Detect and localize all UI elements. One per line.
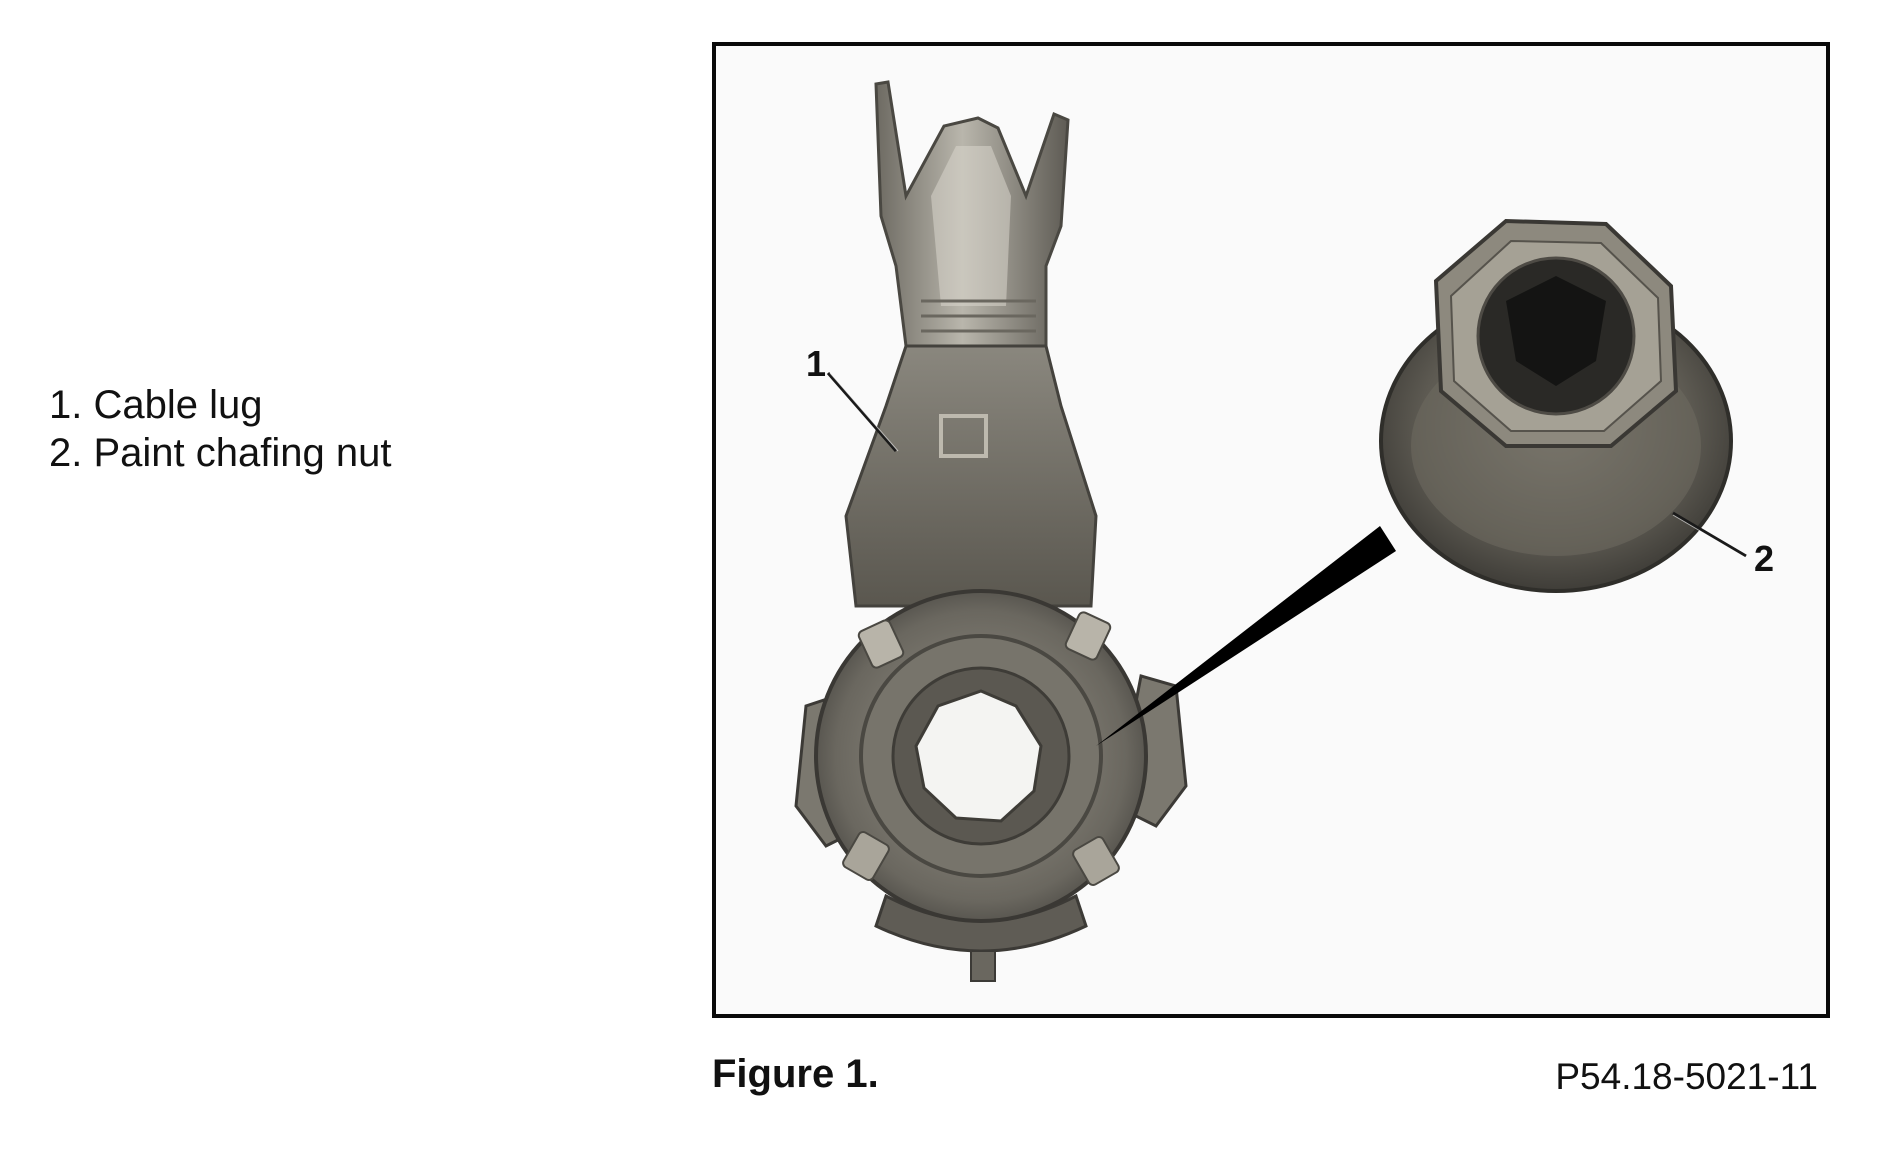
legend-item-cable-lug: 1. Cable lug xyxy=(49,383,263,427)
legend-list: 1. Cable lug 2. Paint chafing nut xyxy=(49,381,391,477)
figure-reference-code: P54.18-5021-11 xyxy=(1555,1056,1818,1097)
paint-chafing-nut-illustration xyxy=(1379,218,1733,593)
callout-2: 2 xyxy=(1672,511,1774,579)
figure-caption: Figure 1. xyxy=(712,1052,879,1096)
legend-item-paint-chafing-nut: 2. Paint chafing nut xyxy=(49,431,392,475)
parts-photo: 1 2 xyxy=(794,80,1774,982)
magnification-pointer xyxy=(1096,526,1396,746)
callout-2-number: 2 xyxy=(1754,538,1774,579)
figure-frame: 1 2 xyxy=(712,42,1830,1018)
callout-1-number: 1 xyxy=(806,343,826,384)
cable-lug-illustration xyxy=(794,80,1188,982)
callout-1: 1 xyxy=(806,343,899,452)
